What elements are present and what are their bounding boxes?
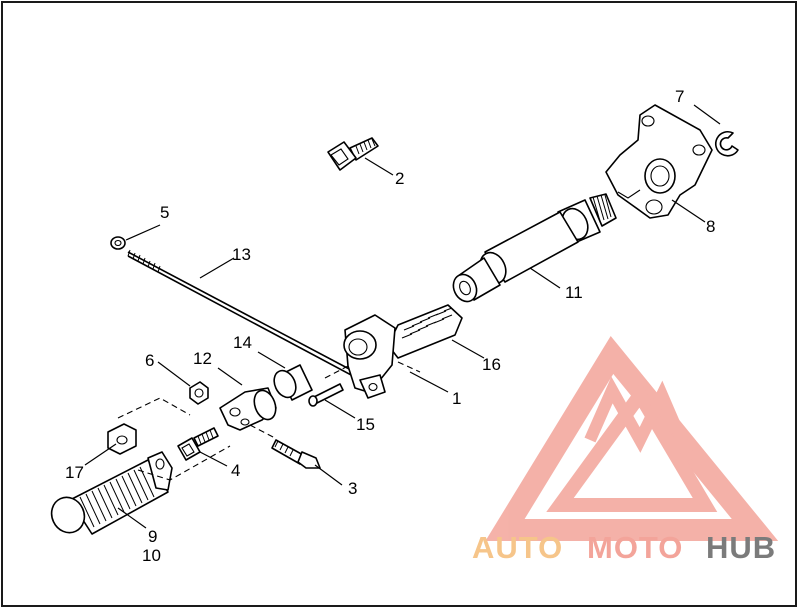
- part-4-screw: [177, 427, 219, 461]
- callout-14: 14: [233, 333, 252, 352]
- part-17-plate: [107, 423, 137, 455]
- part-8-bracket: [605, 104, 713, 219]
- callout-15: 15: [356, 415, 375, 434]
- part-3-bolt: [271, 439, 321, 469]
- callout-5: 5: [160, 203, 169, 222]
- assembly-guide-lines: [117, 361, 421, 481]
- watermark-text-hub: HUB: [706, 530, 776, 565]
- part-11-shaft: [452, 193, 617, 303]
- watermark-text-moto: MOTO: [587, 530, 683, 565]
- callout-12: 12: [193, 349, 212, 368]
- watermark-m-stroke: [584, 376, 696, 463]
- callout-13: 13: [232, 245, 251, 264]
- callout-4: 4: [231, 461, 240, 480]
- leader-lines: [84, 104, 721, 529]
- callout-1: 1: [452, 389, 461, 408]
- callout-6: 6: [145, 351, 154, 370]
- callout-8: 8: [706, 217, 715, 236]
- part-15-pin: [308, 383, 344, 407]
- callout-9: 9: [148, 527, 157, 546]
- part-16-lever: [343, 304, 463, 399]
- watermark-triangle-inner: [546, 382, 718, 512]
- part-14-sleeve: [273, 364, 313, 401]
- part-2-socket-bolt: [327, 137, 379, 171]
- part-13-rod: [127, 249, 371, 385]
- part-12-clevis: [219, 387, 277, 431]
- callout-7: 7: [675, 87, 684, 106]
- part-9-footpeg: [50, 451, 173, 535]
- callout-3: 3: [348, 479, 357, 498]
- part-6-nut: [189, 381, 209, 405]
- callout-2: 2: [395, 169, 404, 188]
- part-7-circlip: [714, 130, 739, 157]
- callout-10: 10: [142, 546, 161, 565]
- callout-11: 11: [565, 283, 583, 302]
- callout-labels: 1 2 3 4 5 6 7 8 9 10 11 12 13 14 15 16 1…: [65, 87, 715, 565]
- callout-16: 16: [482, 355, 501, 374]
- watermark-text-auto: AUTO: [472, 530, 563, 565]
- part-5-nut: [110, 236, 126, 250]
- callout-17: 17: [65, 463, 84, 482]
- watermark-logo: [485, 336, 779, 541]
